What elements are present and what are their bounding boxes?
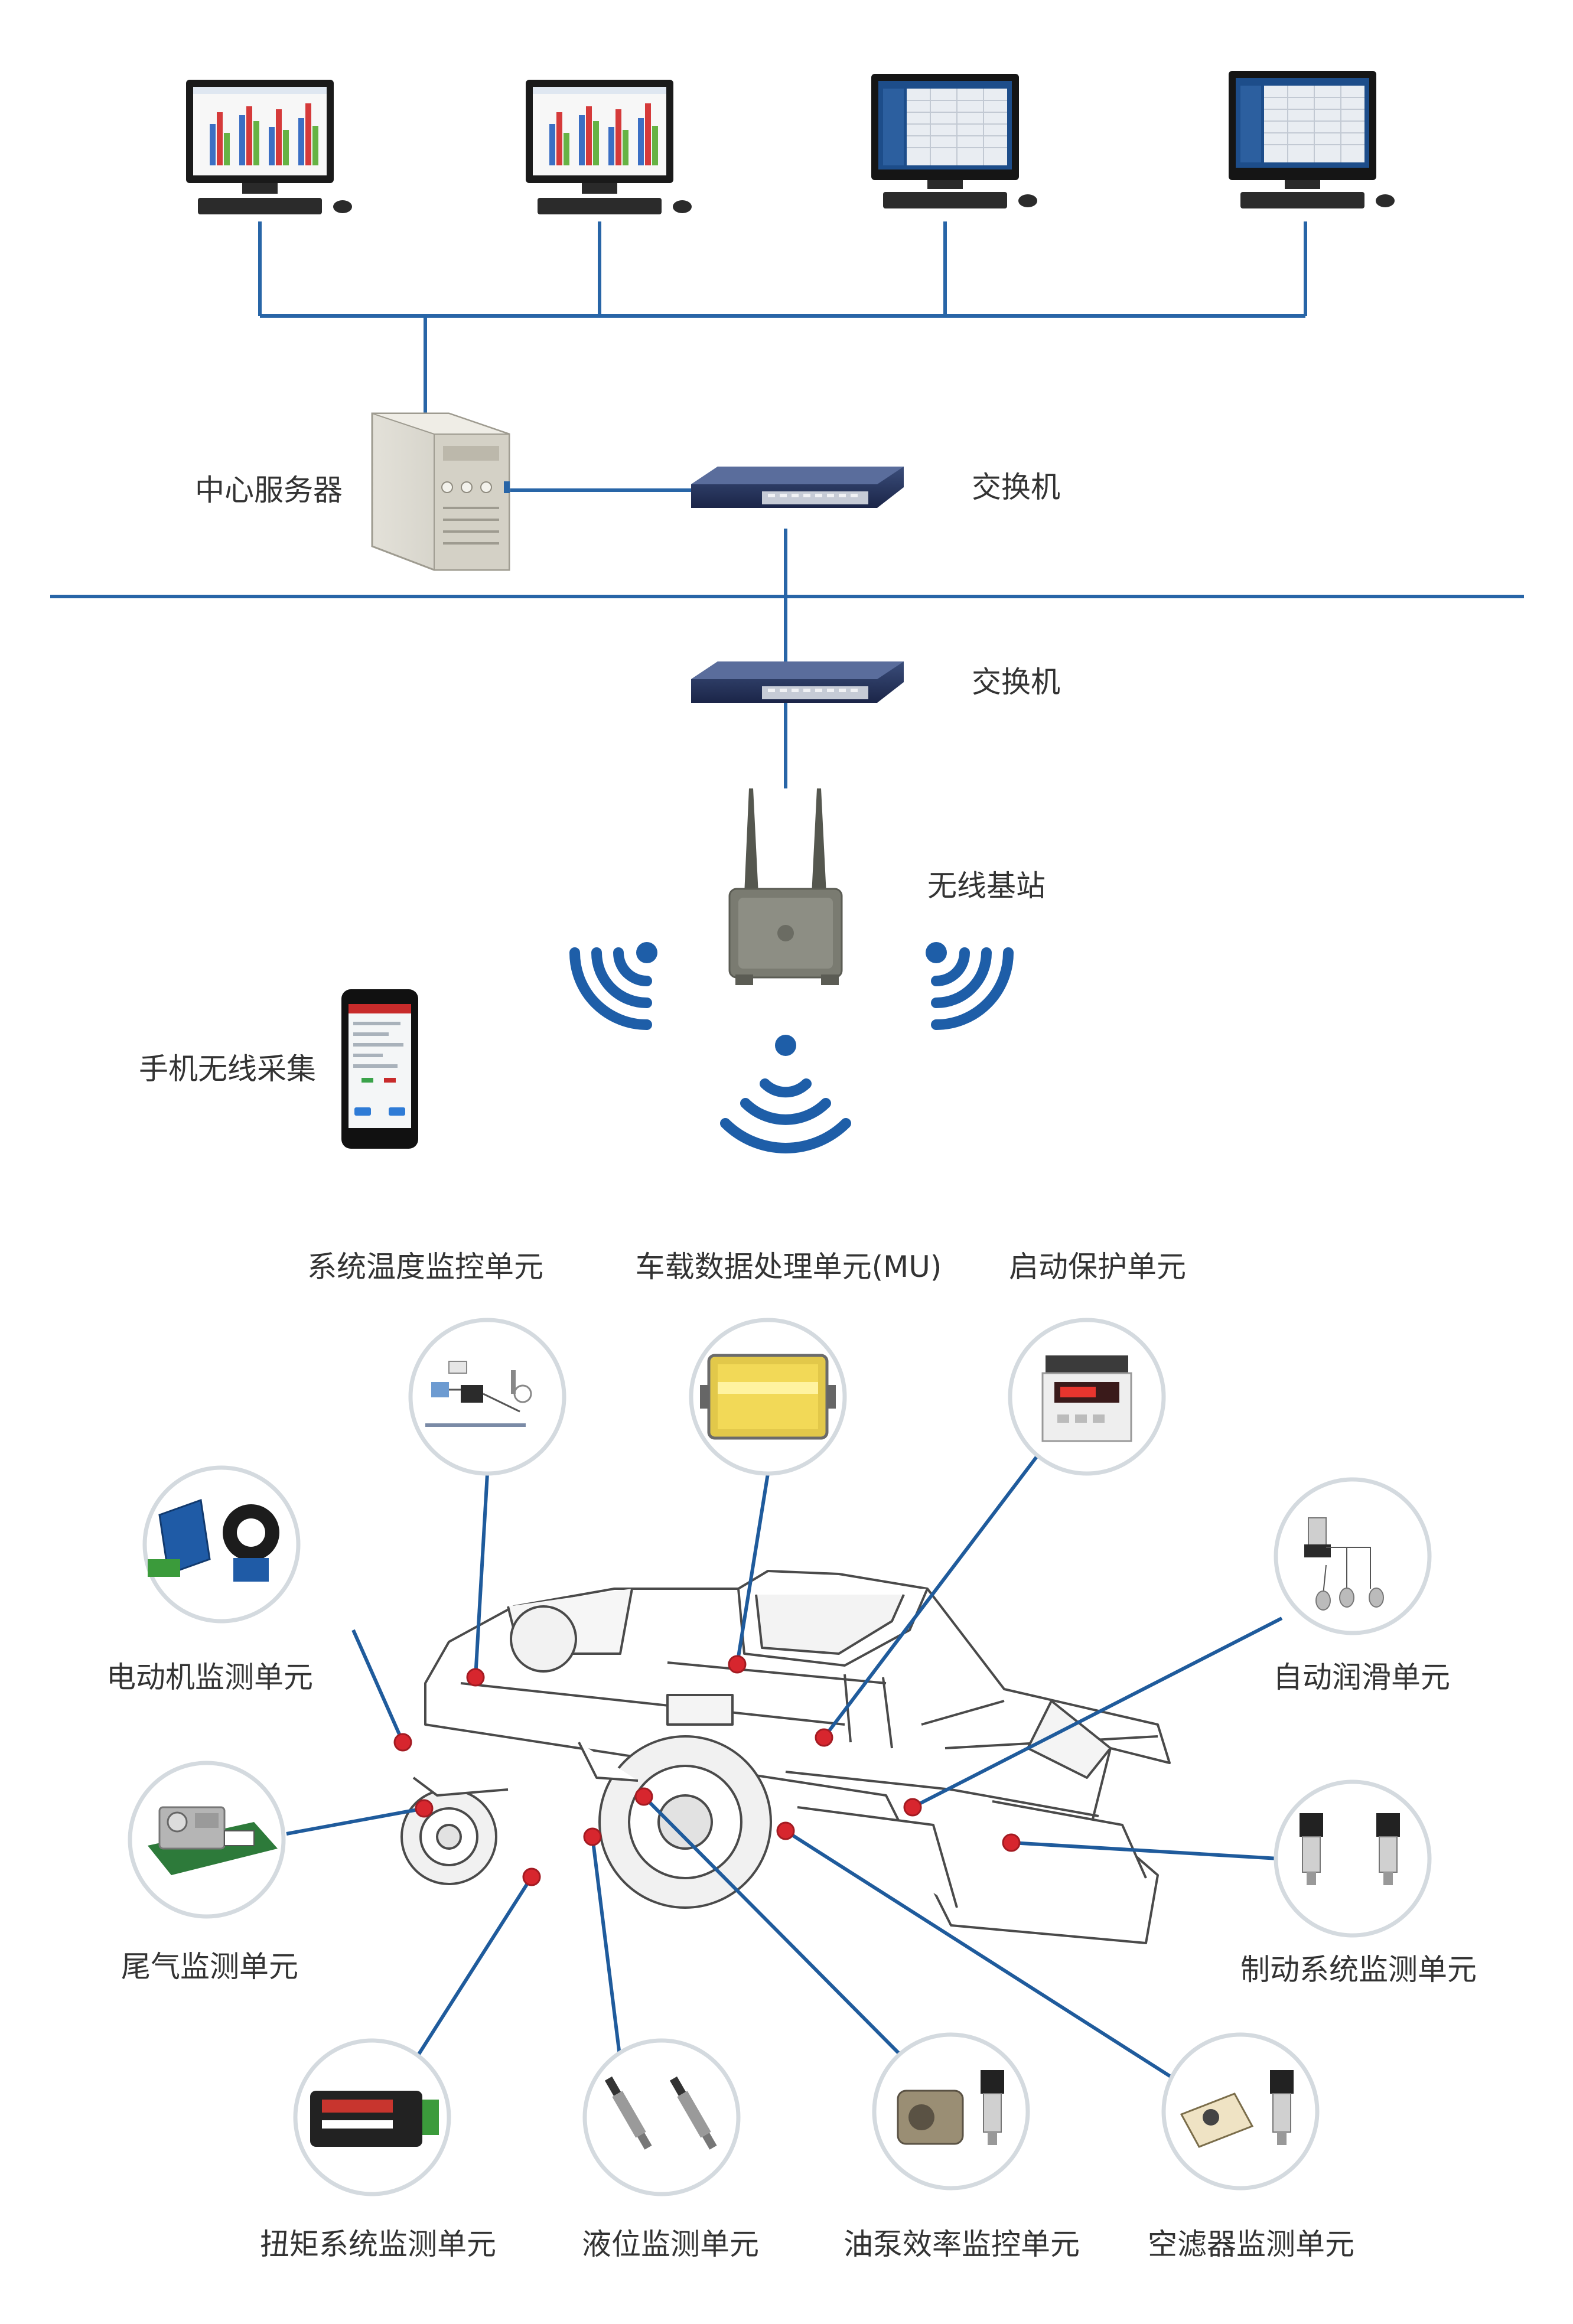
sensor-markers <box>393 1655 1021 1886</box>
wifi-signal-bottom-icon <box>720 1035 851 1153</box>
unit-circle-exhaust <box>128 1761 286 1919</box>
table-screen-icon <box>1240 86 1364 162</box>
computer-2 <box>526 80 692 214</box>
marker-motor <box>393 1733 412 1752</box>
marker-exhaust <box>415 1799 434 1818</box>
wifi-signal-left-icon <box>569 942 657 1030</box>
unit-circle-level <box>582 2038 741 2196</box>
bar-chart-screen-icon <box>549 103 658 165</box>
exhaust-sensor-icon <box>148 1806 278 1875</box>
computer-4 <box>1229 71 1395 208</box>
current-sensor-icon <box>148 1498 279 1582</box>
temperature-sensor-schematic-icon <box>425 1361 532 1427</box>
marker-mu <box>728 1655 747 1674</box>
table-screen-icon <box>883 89 1007 165</box>
unit-label-pump: 油泵效率监控单元 <box>844 2227 1080 2261</box>
level-sensor-icon <box>604 2076 717 2150</box>
marker-lube <box>903 1798 922 1817</box>
base-station-icon <box>728 788 843 985</box>
marker-pump <box>634 1787 653 1806</box>
unit-label-mu: 车载数据处理单元(MU) <box>635 1250 942 1284</box>
network-lines <box>50 221 1524 788</box>
unit-circle-motor <box>142 1465 301 1624</box>
air-filter-sensor-icon <box>1180 2070 1294 2148</box>
phone-label: 手机无线采集 <box>139 1052 316 1086</box>
unit-circle-startup <box>1008 1318 1166 1476</box>
unit-circle-pump <box>872 2032 1030 2191</box>
unit-label-brake: 制动系统监测单元 <box>1240 1953 1477 1987</box>
unit-label-temp: 系统温度监控单元 <box>307 1250 543 1284</box>
unit-label-lube: 自动润滑单元 <box>1273 1660 1450 1694</box>
computer-3 <box>871 74 1037 208</box>
unit-circle-mu <box>689 1318 847 1476</box>
switch-bottom-icon <box>691 661 904 703</box>
lubrication-system-icon <box>1304 1517 1384 1611</box>
unit-label-exhaust: 尾气监测单元 <box>121 1950 298 1984</box>
torque-module-icon <box>310 2091 439 2147</box>
marker-temp <box>466 1668 485 1687</box>
marker-level <box>583 1827 602 1846</box>
protection-relay-icon <box>1041 1355 1132 1442</box>
computer-1 <box>186 80 352 214</box>
data-processing-unit-icon <box>700 1354 836 1440</box>
switch-top-label: 交换机 <box>972 470 1060 504</box>
switch-bottom-label: 交换机 <box>972 665 1060 699</box>
unit-connector-lines <box>286 1452 1283 2081</box>
switch-top-icon <box>691 467 904 508</box>
phone-icon <box>341 989 418 1149</box>
unit-label-motor: 电动机监测单元 <box>106 1660 313 1694</box>
marker-brake <box>1002 1833 1021 1852</box>
wifi-signal-right-icon <box>926 942 1014 1030</box>
marker-torque <box>522 1867 541 1886</box>
unit-circle-lube <box>1274 1477 1432 1635</box>
server-icon <box>371 412 510 571</box>
pressure-sensor-icon <box>1300 1813 1400 1885</box>
unit-circle-airfilter <box>1161 2032 1320 2191</box>
base-station-label: 无线基站 <box>927 869 1046 903</box>
unit-circle-brake <box>1274 1779 1432 1938</box>
unit-circle-torque <box>293 2038 451 2196</box>
unit-label-torque: 扭矩系统监测单元 <box>260 2227 496 2261</box>
marker-startup <box>815 1728 833 1747</box>
unit-circle-temp <box>408 1318 566 1476</box>
unit-label-level: 液位监测单元 <box>582 2227 759 2261</box>
marker-airfilter <box>776 1821 795 1840</box>
harvester-illustration <box>400 1570 1171 1944</box>
unit-label-airfilter: 空滤器监测单元 <box>1148 2227 1354 2261</box>
bar-chart-screen-icon <box>210 103 318 165</box>
server-label: 中心服务器 <box>195 473 343 507</box>
oil-pump-icon <box>897 2070 1004 2145</box>
unit-label-startup: 启动保护单元 <box>1009 1250 1186 1284</box>
